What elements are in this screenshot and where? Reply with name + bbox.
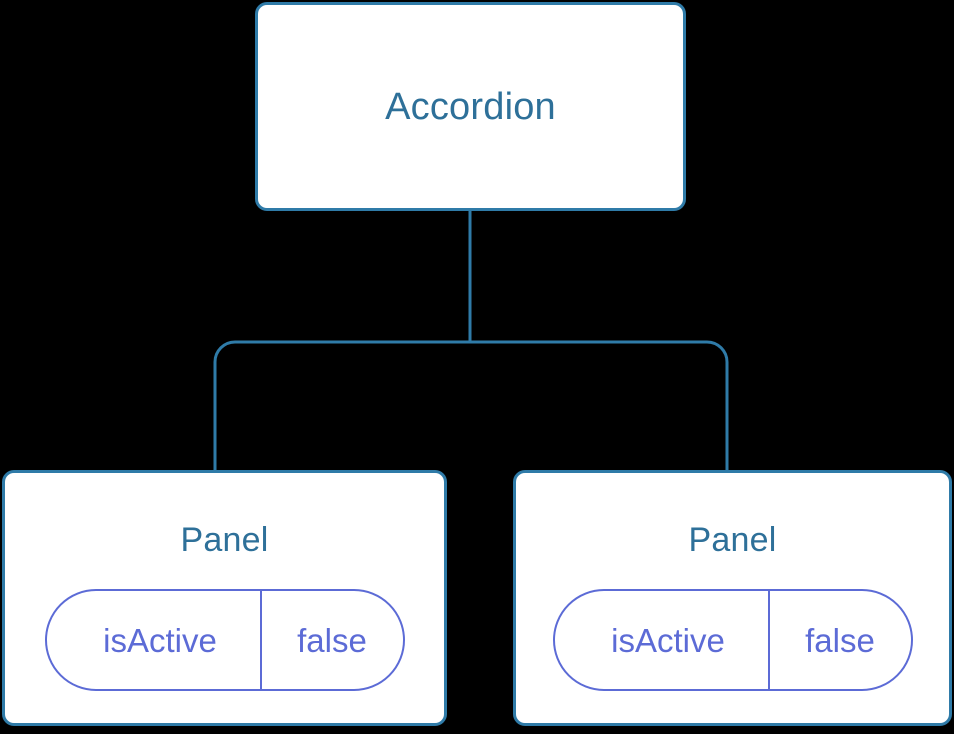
prop-key-isactive: isActive — [611, 621, 725, 659]
node-panel-2-title: Panel — [688, 521, 777, 559]
edge-root-to-child-1 — [213, 340, 470, 472]
edge-root-to-child-2 — [470, 340, 729, 472]
node-panel-2[interactable]: Panel isActive false — [513, 470, 952, 726]
prop-pill-panel-1[interactable]: isActive false — [44, 589, 405, 691]
prop-divider — [767, 591, 770, 689]
prop-value-isactive: false — [297, 621, 367, 659]
node-accordion-title: Accordion — [385, 85, 556, 128]
node-panel-1-title: Panel — [180, 521, 269, 559]
prop-divider — [259, 591, 262, 689]
prop-pill-panel-2[interactable]: isActive false — [552, 589, 913, 691]
prop-value-isactive: false — [805, 621, 875, 659]
node-accordion[interactable]: Accordion — [255, 2, 686, 211]
node-panel-1[interactable]: Panel isActive false — [2, 470, 447, 726]
prop-key-isactive: isActive — [103, 621, 217, 659]
